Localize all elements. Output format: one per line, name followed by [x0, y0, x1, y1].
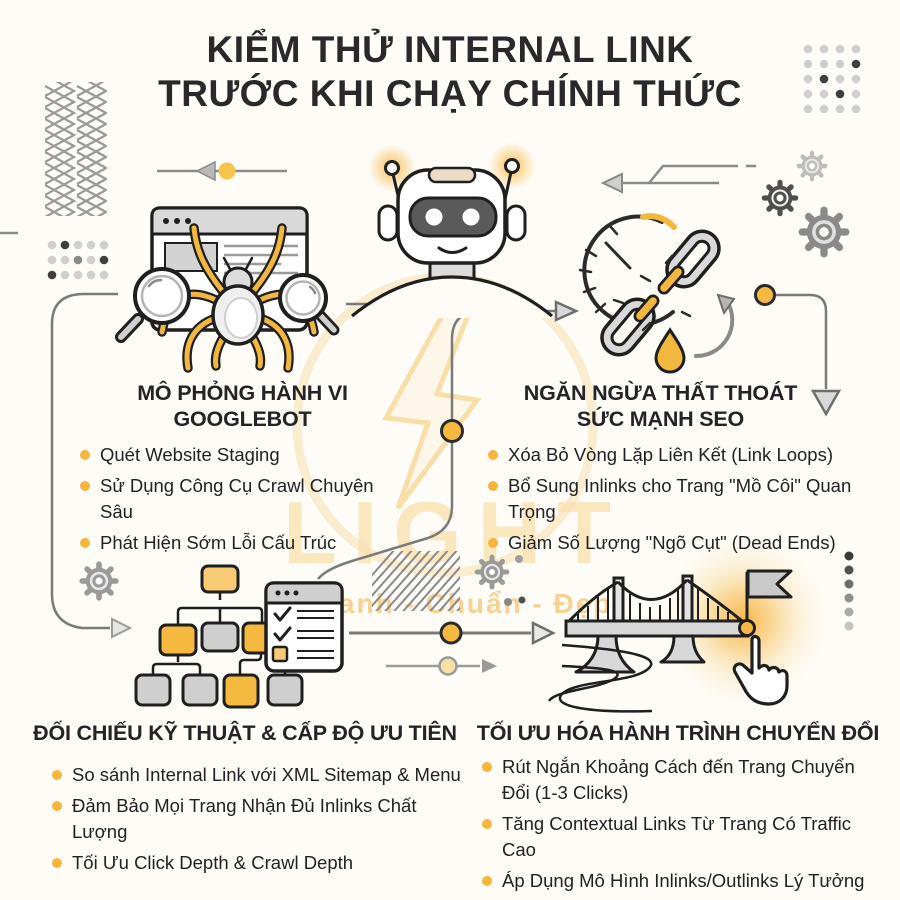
bullet-text: Rút Ngắn Khoảng Cách đến Trang Chuyển Đổ…	[502, 756, 855, 803]
heading-line: ĐỐI CHIẾU KỸ THUẬT & CẤP ĐỘ ƯU TIÊN	[33, 721, 457, 745]
bullet-dot-icon	[80, 450, 90, 460]
bullet-dot-icon	[80, 538, 90, 548]
bullet-list-conversion-journey: Rút Ngắn Khoảng Cách đến Trang Chuyển Đổ…	[482, 754, 882, 899]
list-item: Xóa Bỏ Vòng Lặp Liên Kết (Link Loops)	[488, 442, 890, 468]
heading-line: GOOGLEBOT	[173, 407, 312, 431]
title-line-2: TRƯỚC KHI CHẠY CHÍNH THỨC	[158, 73, 742, 114]
chevron-pattern-decoration	[45, 82, 107, 216]
robot-bot-icon	[350, 142, 554, 318]
bullet-dot-icon	[488, 450, 498, 460]
bullet-dot-icon	[488, 481, 498, 491]
bullet-dot-icon	[482, 819, 492, 829]
dot-grid-left-decoration	[47, 240, 109, 280]
broken-chain-icon	[578, 213, 736, 374]
spider-crawler-browser-icon	[115, 206, 340, 373]
bullet-text: Giảm Số Lượng "Ngõ Cụt" (Dead Ends)	[508, 532, 836, 553]
bridge-flag-icon	[547, 538, 826, 713]
gears-top-right-icon	[764, 153, 845, 254]
sitemap-checklist-icon	[134, 564, 344, 709]
left-arrow-decoration	[600, 164, 756, 194]
connector-spider-to-sitemap	[50, 292, 133, 639]
list-item: Quét Website Staging	[80, 442, 410, 468]
heading-conversion-journey: TỐI ƯU HÓA HÀNH TRÌNH CHUYỂN ĐỔI	[468, 720, 888, 746]
list-item: Bổ Sung Inlinks cho Trang "Mồ Côi" Quan …	[488, 473, 890, 525]
hatch-pattern-decoration	[372, 551, 460, 611]
bullet-text: Xóa Bỏ Vòng Lặp Liên Kết (Link Loops)	[508, 444, 834, 465]
connector-bottom-arrows	[349, 620, 556, 676]
list-item: Tối Ưu Click Depth & Crawl Depth	[52, 850, 472, 876]
title-line-1: KIỂM THỬ INTERNAL LINK	[206, 29, 694, 70]
bullet-dot-icon	[52, 858, 62, 868]
dot-grid-top-right-decoration	[803, 44, 861, 114]
list-item: Phát Hiện Sớm Lỗi Cấu Trúc	[80, 530, 410, 556]
list-item: Áp Dụng Mô Hình Inlinks/Outlinks Lý Tưởn…	[482, 868, 882, 894]
dot-column-right-decoration	[844, 551, 854, 631]
bullet-list-seo-loss: Xóa Bỏ Vòng Lặp Liên Kết (Link Loops) Bổ…	[488, 442, 890, 561]
bullet-text: Tối Ưu Click Depth & Crawl Depth	[72, 852, 354, 873]
heading-line: SỨC MẠNH SEO	[576, 407, 745, 431]
heading-seo-loss: NGĂN NGỪA THẤT THOÁT SỨC MẠNH SEO	[498, 380, 823, 432]
bullet-text: So sánh Internal Link với XML Sitemap & …	[72, 764, 461, 785]
list-item: Tăng Contextual Links Từ Trang Có Traffi…	[482, 811, 882, 863]
list-item: So sánh Internal Link với XML Sitemap & …	[52, 762, 472, 788]
bullet-list-googlebot: Quét Website Staging Sử Dụng Công Cụ Cra…	[80, 442, 410, 561]
connector-chain-down	[754, 284, 842, 417]
bullet-text: Phát Hiện Sớm Lỗi Cấu Trúc	[100, 532, 337, 553]
bullet-dot-icon	[488, 538, 498, 548]
bullet-text: Bổ Sung Inlinks cho Trang "Mồ Côi" Quan …	[508, 475, 852, 522]
gear-center-icon	[477, 555, 526, 606]
page-title: KIỂM THỬ INTERNAL LINK TRƯỚC KHI CHẠY CH…	[0, 28, 900, 116]
bullet-text: Quét Website Staging	[100, 444, 280, 465]
gear-left-icon	[82, 564, 116, 598]
heading-line: TỐI ƯU HÓA HÀNH TRÌNH CHUYỂN ĐỔI	[476, 721, 880, 745]
bullet-dot-icon	[52, 801, 62, 811]
bullet-dot-icon	[52, 770, 62, 780]
heading-line: MÔ PHỎNG HÀNH VI	[137, 381, 348, 405]
connector-node-dot	[754, 284, 776, 306]
list-item: Sử Dụng Công Cụ Crawl Chuyên Sâu	[80, 473, 410, 525]
bullet-list-technical-audit: So sánh Internal Link với XML Sitemap & …	[52, 762, 472, 881]
list-item: Giảm Số Lượng "Ngõ Cụt" (Dead Ends)	[488, 530, 890, 556]
bullet-dot-icon	[80, 481, 90, 491]
bullet-text: Tăng Contextual Links Từ Trang Có Traffi…	[502, 813, 851, 860]
bullet-text: Áp Dụng Mô Hình Inlinks/Outlinks Lý Tưởn…	[502, 870, 865, 891]
heading-technical-audit: ĐỐI CHIẾU KỸ THUẬT & CẤP ĐỘ ƯU TIÊN	[30, 720, 460, 746]
slider-arrow-decoration	[157, 160, 287, 182]
bullet-dot-icon	[482, 762, 492, 772]
bullet-dot-icon	[482, 876, 492, 886]
connector-node-dot	[440, 419, 464, 443]
cursor-hand-icon	[732, 634, 789, 706]
list-item: Rút Ngắn Khoảng Cách đến Trang Chuyển Đổ…	[482, 754, 882, 806]
list-item: Đảm Bảo Mọi Trang Nhận Đủ Inlinks Chất L…	[52, 793, 472, 845]
bullet-text: Sử Dụng Công Cụ Crawl Chuyên Sâu	[100, 475, 374, 522]
heading-line: NGĂN NGỪA THẤT THOÁT	[523, 381, 798, 405]
bullet-text: Đảm Bảo Mọi Trang Nhận Đủ Inlinks Chất L…	[72, 795, 417, 842]
heading-googlebot: MÔ PHỎNG HÀNH VI GOOGLEBOT	[95, 380, 390, 432]
